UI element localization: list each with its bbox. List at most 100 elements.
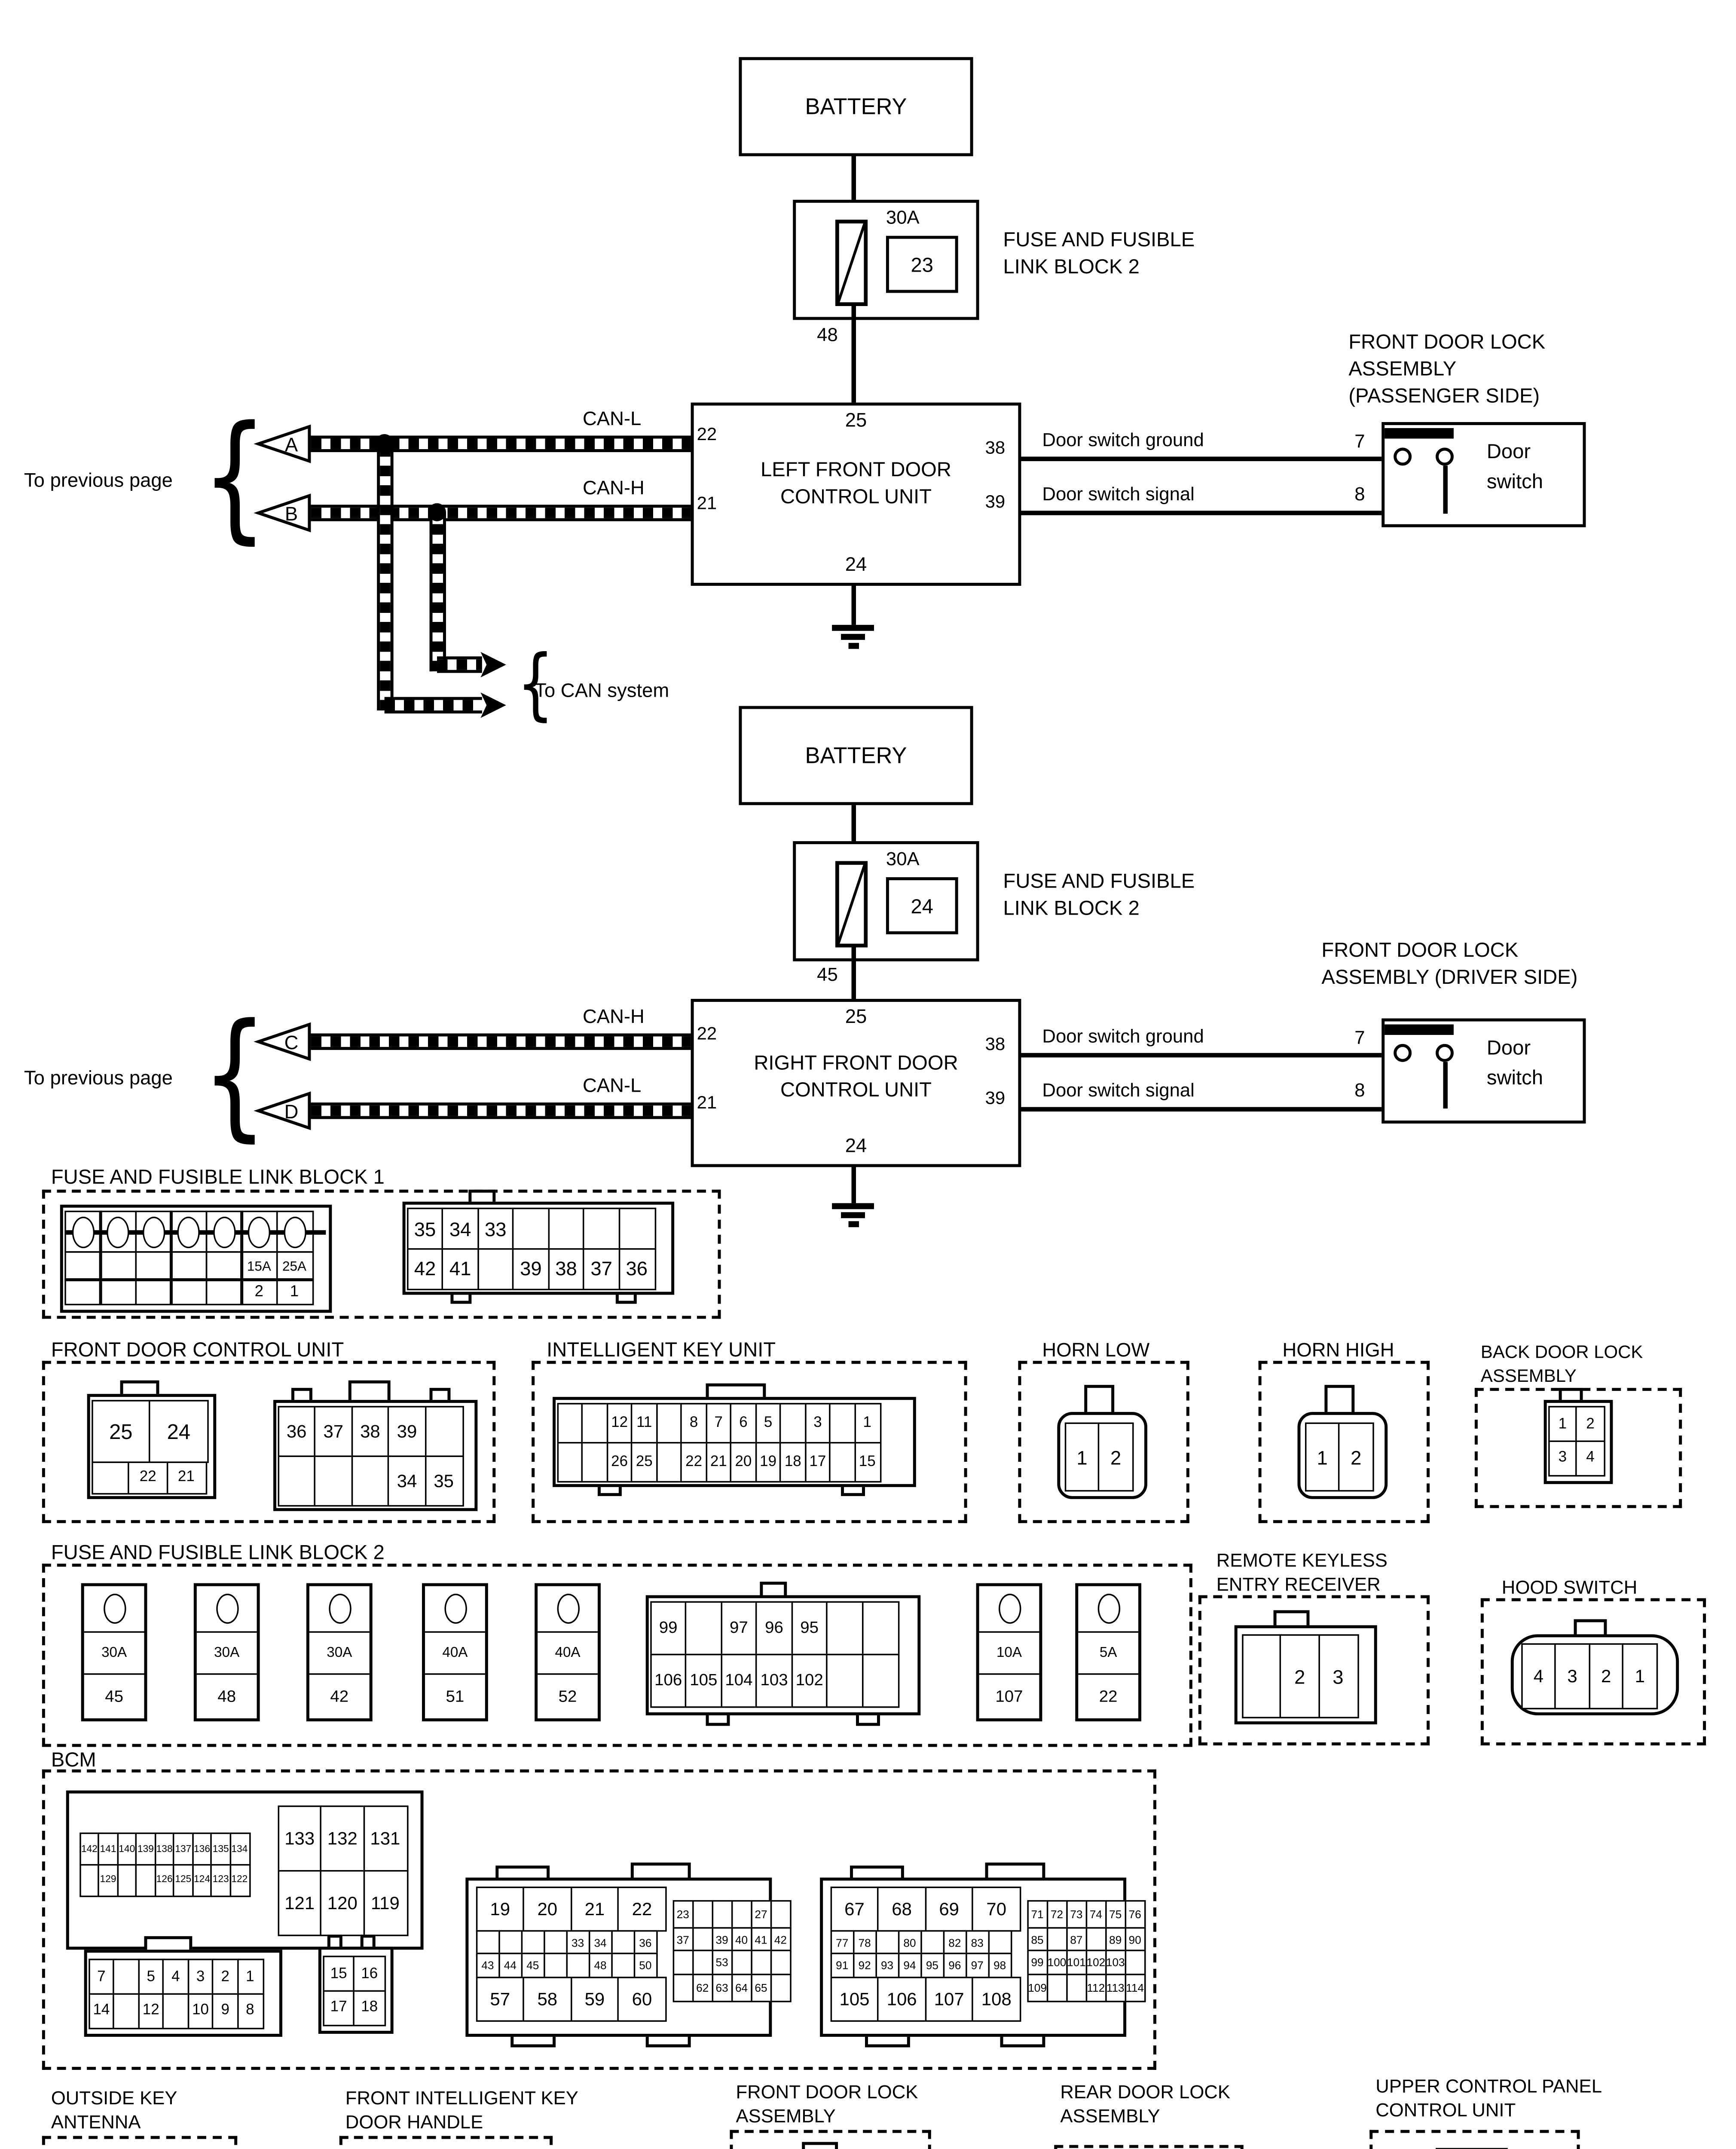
pin-cell: 43	[475, 1953, 500, 1978]
switch-contact-bar-icon	[1385, 1024, 1454, 1035]
switch-terminal-icon	[1394, 1044, 1412, 1062]
pin-cell	[543, 1929, 568, 1955]
pin-cell	[64, 1210, 101, 1253]
page-connector-letter: C	[284, 1032, 299, 1053]
pin-cell	[314, 1454, 353, 1506]
battery-label: BATTERY	[805, 743, 907, 768]
pin-cell: 3	[1317, 1634, 1359, 1719]
fuse-element-icon	[556, 1593, 579, 1624]
to-previous-page-label: To previous page	[24, 1066, 173, 1089]
pin-cell: 45	[520, 1953, 545, 1978]
pin-cell: 3	[804, 1403, 831, 1444]
pin-cell: 72	[1046, 1900, 1068, 1929]
pin-cell	[116, 1863, 138, 1897]
pin-cell: 8	[236, 1992, 264, 2029]
assembly-title-line1: FRONT DOOR LOCK	[1321, 939, 1519, 961]
junction-dot	[428, 503, 446, 521]
pin-cell	[1046, 1973, 1068, 2002]
battery-box-1: BATTERY	[739, 57, 973, 156]
pin-cell	[520, 1929, 545, 1955]
pin-cell: 105	[829, 1976, 880, 2021]
pin-cell: 26	[606, 1441, 633, 1482]
fuse-cartridge: 40A 51	[422, 1583, 488, 1722]
signal-name-ground: Door switch ground	[1042, 429, 1204, 451]
pin-cell: 39	[711, 1926, 733, 1952]
pin-cell: 18	[779, 1441, 807, 1482]
pin-cell: 103	[755, 1653, 793, 1707]
fuse-window	[538, 1586, 598, 1633]
pin-cell: 103	[1104, 1950, 1127, 1975]
pin-cell: 124	[191, 1863, 213, 1897]
fuse-amp-label: 30A	[886, 848, 920, 870]
pin-cell: 5	[755, 1403, 782, 1444]
pin-cell: 16	[353, 1956, 386, 1992]
section-title-horn-high: HORN HIGH	[1282, 1338, 1394, 1361]
pin-cell: 12	[137, 1992, 165, 2029]
pin-cell: 19	[755, 1441, 782, 1482]
pin-cell	[277, 1454, 316, 1506]
pin-cell: 96	[755, 1601, 793, 1656]
pin-cell: 2	[240, 1278, 278, 1305]
pin-cell: 15	[853, 1441, 881, 1482]
pin-cell	[826, 1601, 864, 1656]
pin-cell: 22	[680, 1441, 708, 1482]
section-box-fdla	[730, 2130, 931, 2149]
control-unit-name-line2: CONTROL UNIT	[780, 485, 932, 508]
pin-cell: 135	[210, 1832, 232, 1866]
fuse-amp-label: 40A	[425, 1633, 485, 1675]
pin-cell	[240, 1210, 278, 1253]
pin-cell	[610, 1953, 636, 1978]
can-cable	[311, 435, 691, 452]
pin-cell: 6	[730, 1403, 757, 1444]
fuse-amp-label: 30A	[84, 1633, 144, 1675]
page-connector-letter: B	[285, 503, 298, 525]
pin-cell	[730, 1900, 752, 1929]
pin-cell	[169, 1250, 208, 1281]
pin-cell: 102	[791, 1653, 828, 1707]
pin-cell	[1065, 1973, 1088, 2002]
control-unit-name-line1: RIGHT FRONT DOOR	[754, 1051, 958, 1074]
pin-cell	[79, 1863, 100, 1897]
pin-cell	[134, 1278, 172, 1305]
pin-cell	[1241, 1634, 1282, 1719]
pin-cell: 113	[1104, 1973, 1127, 2002]
pin-cell: 91	[829, 1953, 855, 1978]
fuse-id-box: 24	[886, 877, 958, 934]
can-label-top: CAN-H	[582, 1005, 645, 1028]
pin-cell: 87	[1065, 1926, 1088, 1952]
pin-cell: 33	[565, 1929, 590, 1955]
pin-cell: 4	[1520, 1643, 1557, 1710]
pin-cell: 25	[630, 1441, 658, 1482]
control-unit-name-line2: CONTROL UNIT	[780, 1078, 932, 1101]
section-title-bdl-line1: BACK DOOR LOCK	[1480, 1341, 1643, 1362]
fuse-element-icon	[142, 1216, 165, 1248]
fuse-element-icon	[215, 1593, 238, 1624]
pin-cell: 11	[630, 1403, 658, 1444]
pin-cell: 1	[1547, 1406, 1578, 1442]
section-title-rdla-line1: REAR DOOR LOCK	[1060, 2082, 1231, 2103]
pin-cell: 98	[987, 1953, 1012, 1978]
pin-cell: 121	[277, 1869, 322, 1936]
pin-cell	[64, 1250, 101, 1281]
pin-cell: 106	[649, 1653, 687, 1707]
pin-cell	[99, 1278, 137, 1305]
fuse-symbol-icon	[835, 861, 868, 948]
section-title-rke-line2: ENTRY RECEIVER	[1216, 1574, 1381, 1595]
pin-cell	[826, 1653, 864, 1707]
fuse-block-box-1	[793, 199, 979, 320]
pin-cell: 139	[135, 1832, 156, 1866]
pin-cell	[547, 1207, 585, 1250]
fuse-number-label: 22	[1099, 1687, 1118, 1706]
pin-cell: 122	[229, 1863, 250, 1897]
pin-21: 21	[697, 1092, 717, 1113]
pin-cell: 63	[711, 1973, 733, 2002]
door-switch-label-line1: Door	[1486, 440, 1531, 463]
fuse-element-icon	[283, 1216, 306, 1248]
